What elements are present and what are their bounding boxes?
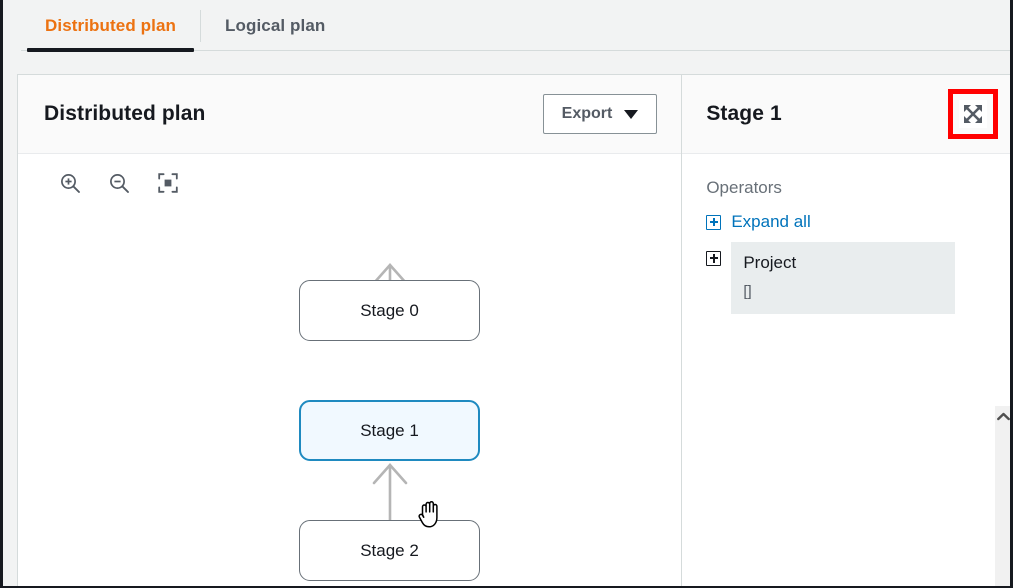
stage-details-header: Stage 1	[682, 75, 1010, 154]
operator-list-item: Project []	[682, 242, 1010, 314]
operators-section-label: Operators	[706, 178, 782, 197]
operator-meta: []	[743, 283, 752, 300]
tab-logical-plan[interactable]: Logical plan	[201, 0, 349, 52]
expand-arrows-icon[interactable]	[959, 100, 987, 128]
graph-canvas[interactable]: Stage 0 Stage 1 Stage 2	[18, 155, 681, 586]
graph-node-stage-2[interactable]: Stage 2	[299, 520, 480, 581]
fit-to-screen-icon[interactable]	[156, 171, 180, 195]
page-title: Distributed plan	[44, 102, 206, 125]
expand-button-wrapper	[948, 89, 998, 139]
zoom-out-icon[interactable]	[107, 171, 131, 195]
graph-node-stage-0-label: Stage 0	[360, 300, 419, 320]
stage-details-body: Operators Expand all Project []	[682, 154, 1010, 586]
operator-expand-plus-box-icon[interactable]	[706, 251, 722, 266]
operator-card-project[interactable]: Project []	[731, 242, 956, 314]
chevron-up-icon[interactable]	[995, 406, 1010, 426]
distributed-plan-panel: Distributed plan Export	[18, 75, 683, 586]
tab-distributed-plan[interactable]: Distributed plan	[21, 0, 200, 52]
graph-node-stage-1[interactable]: Stage 1	[299, 400, 480, 461]
graph-node-stage-1-label: Stage 1	[360, 420, 419, 440]
graph-node-stage-2-label: Stage 2	[360, 540, 419, 560]
stage-details-panel: Stage 1	[682, 75, 1010, 586]
plan-card: Distributed plan Export	[17, 74, 1010, 586]
tab-baseline	[21, 50, 1010, 51]
expand-all-button[interactable]: Expand all	[682, 212, 811, 232]
distributed-plan-header: Distributed plan Export	[18, 75, 682, 154]
stage-details-title: Stage 1	[706, 102, 782, 125]
tab-active-underline	[27, 48, 194, 52]
tab-separator	[200, 10, 201, 42]
operators-scrollbar[interactable]	[995, 406, 1010, 586]
zoom-in-icon[interactable]	[58, 171, 82, 195]
tab-logical-plan-label: Logical plan	[225, 16, 326, 35]
expand-all-label: Expand all	[731, 212, 811, 231]
export-button[interactable]: Export	[542, 94, 658, 134]
graph-node-stage-0[interactable]: Stage 0	[299, 280, 480, 341]
graph-toolbar	[58, 171, 180, 195]
tab-bar: Distributed plan Logical plan	[3, 0, 1010, 55]
tab-distributed-plan-label: Distributed plan	[45, 16, 176, 35]
tab-list: Distributed plan Logical plan	[21, 0, 349, 52]
caret-down-icon	[624, 109, 639, 119]
operator-name: Project	[743, 253, 797, 272]
plus-box-icon	[706, 214, 722, 230]
export-button-label: Export	[561, 105, 613, 122]
